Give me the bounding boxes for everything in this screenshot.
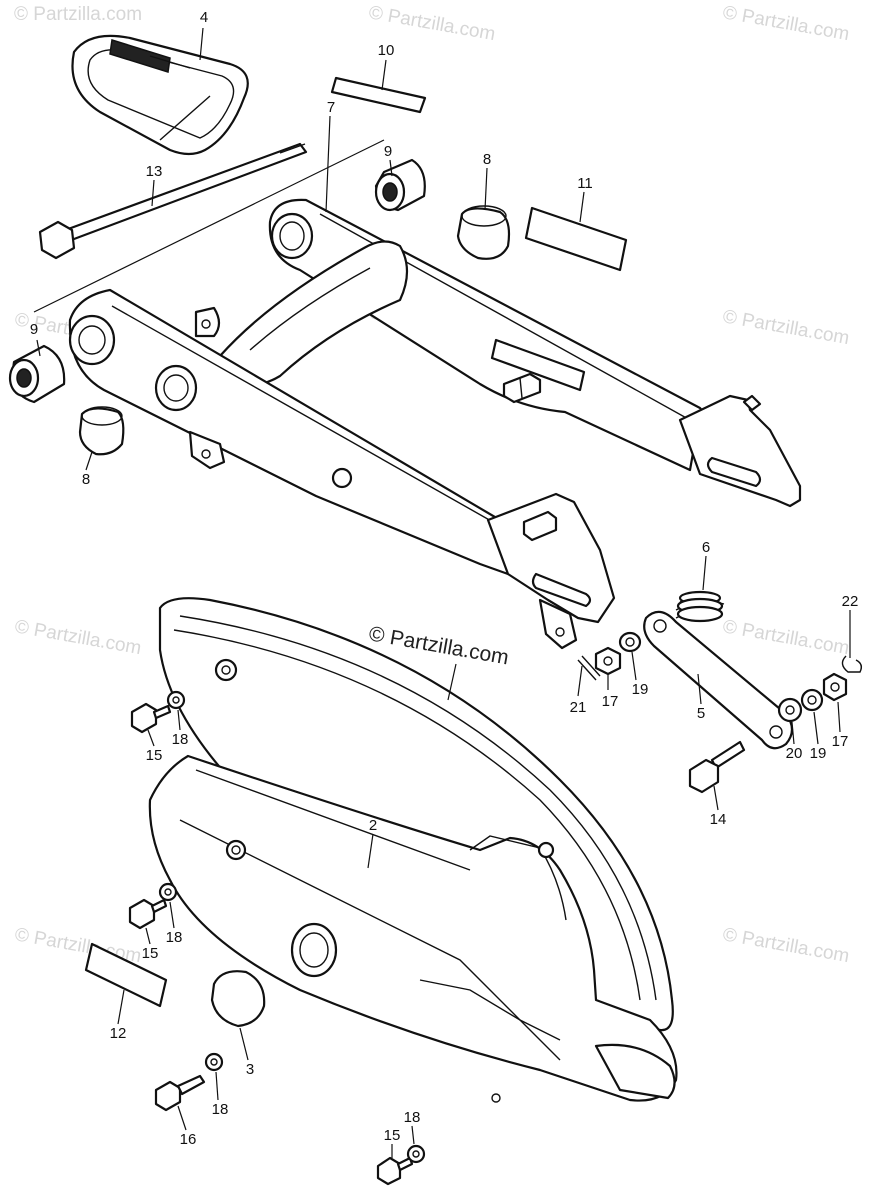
chain-guide-part-4 [71, 34, 249, 156]
callout-8-upper: 8 [483, 151, 491, 168]
callout-18-a: 18 [172, 731, 189, 748]
bushing-part-9-lower [8, 344, 66, 404]
washer-part-19-front [618, 631, 642, 653]
callout-19-front: 19 [632, 681, 649, 698]
callout-8-lower: 8 [82, 471, 90, 488]
label-part-11 [524, 206, 628, 272]
bolt-part-15-b [128, 898, 168, 930]
swing-arm-part-7 [68, 198, 802, 650]
callout-19-rear: 19 [810, 745, 827, 762]
callout-6: 6 [702, 539, 710, 556]
callout-12: 12 [110, 1025, 127, 1042]
bolt-part-16 [154, 1074, 206, 1112]
callout-15-c: 15 [384, 1127, 401, 1144]
cap-part-8-lower [78, 406, 125, 456]
callout-9-upper: 9 [384, 143, 392, 160]
clip-part-22 [841, 655, 863, 673]
washer-part-19-rear [800, 688, 824, 712]
watermark: © Partzilla.com [721, 924, 851, 967]
callout-7: 7 [327, 99, 335, 116]
callout-15-a: 15 [146, 747, 163, 764]
watermark: © Partzilla.com [721, 306, 851, 349]
callout-22: 22 [842, 593, 859, 610]
callout-5: 5 [697, 705, 705, 722]
pivot-bolt-part-13 [38, 142, 308, 260]
washer-part-18-d [406, 1144, 426, 1164]
washer-part-18-b [158, 882, 178, 902]
watermark: © Partzilla.com [721, 2, 851, 45]
callout-18-b: 18 [166, 929, 183, 946]
spring-part-6 [675, 590, 725, 623]
nut-part-17-front [594, 646, 622, 676]
callout-15-b: 15 [142, 945, 159, 962]
callout-18-c: 18 [212, 1101, 229, 1118]
callout-16: 16 [180, 1131, 197, 1148]
callout-18-d: 18 [404, 1109, 421, 1126]
washer-part-18-c [204, 1052, 224, 1072]
callout-3: 3 [246, 1061, 254, 1078]
washer-part-20 [777, 697, 803, 723]
callout-11: 11 [577, 175, 593, 192]
label-part-12 [84, 942, 168, 1008]
bolt-part-15-c [376, 1156, 414, 1186]
callout-17-front: 17 [602, 693, 619, 710]
cotter-pin-part-21 [577, 655, 601, 681]
label-part-10 [330, 76, 427, 114]
bolt-part-15-a [130, 702, 172, 734]
plug-part-3 [210, 970, 266, 1028]
callout-labels: 4 10 13 7 9 8 11 9 8 6 22 21 17 19 5 20 … [30, 9, 859, 1148]
torque-link-part-5 [643, 610, 794, 750]
callout-17-rear: 17 [832, 733, 849, 750]
callout-20: 20 [786, 745, 803, 762]
watermark: © Partzilla.com [367, 2, 497, 45]
chain-case-lower-part-2 [148, 754, 678, 1103]
bolt-part-14 [688, 740, 746, 794]
callout-13: 13 [146, 163, 163, 180]
nut-part-17-rear [822, 672, 848, 702]
callout-4: 4 [200, 9, 208, 26]
cap-part-8-upper [456, 205, 511, 260]
watermark: © Partzilla.com [721, 616, 851, 659]
callout-14: 14 [710, 811, 727, 828]
callout-2: 2 [369, 817, 377, 834]
washer-part-18-a [166, 690, 186, 710]
callout-21: 21 [570, 699, 587, 716]
watermark: © Partzilla.com [14, 4, 142, 25]
callout-10: 10 [378, 42, 395, 59]
leader-lines [33, 27, 851, 1158]
bushing-part-9-upper [374, 158, 426, 212]
callout-9-lower: 9 [30, 321, 38, 338]
watermark: © Partzilla.com [13, 616, 143, 659]
